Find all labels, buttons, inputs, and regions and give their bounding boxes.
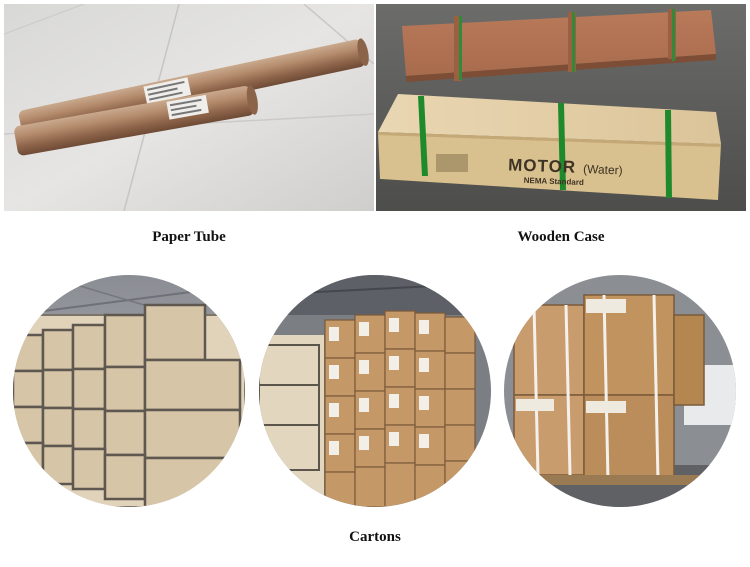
- cartons-panel: Cartons: [4, 265, 746, 545]
- paper-tube-caption: Paper Tube: [152, 229, 226, 245]
- wooden-case-caption: Wooden Case: [517, 229, 605, 245]
- cartons-caption: Cartons: [349, 529, 401, 545]
- crates-circle-photo: [13, 275, 245, 507]
- strapped-cartons-circle-photo: [504, 275, 736, 507]
- wooden-case-photo: MOTOR (Water) NEMA Standard: [376, 4, 746, 211]
- cartons-circle-photo: [259, 275, 491, 507]
- paper-tube-photo: [4, 4, 374, 211]
- crate-label: MOTOR (Water) NEMA Standard: [508, 155, 659, 189]
- crate-label-main: MOTOR: [507, 155, 577, 177]
- crate-label-suffix: (Water): [582, 162, 623, 178]
